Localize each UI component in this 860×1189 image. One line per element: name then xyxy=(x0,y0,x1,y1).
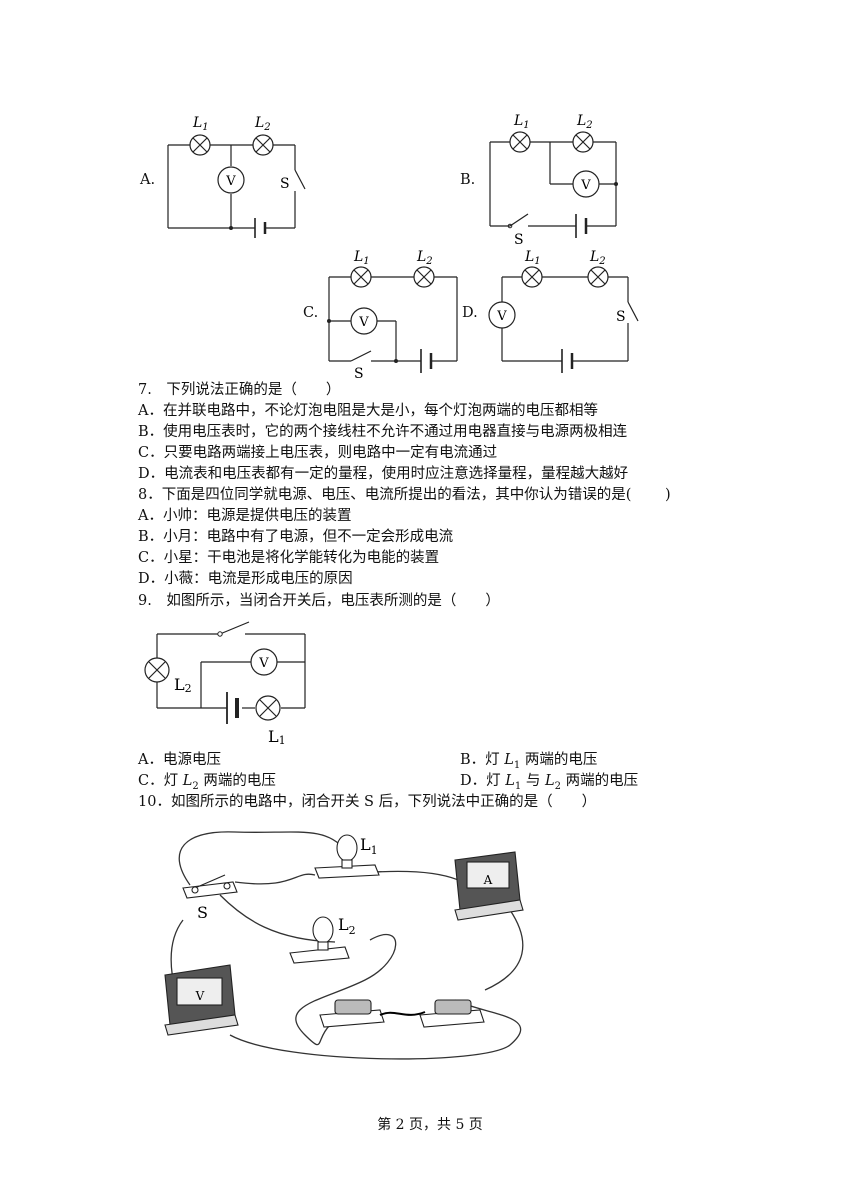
q6-option-d-label[interactable]: D. xyxy=(462,305,478,321)
svg-text:V: V xyxy=(358,315,369,330)
svg-text:L2: L2 xyxy=(174,675,192,695)
q9-stem: 9. 如图所示，当闭合开关后，电压表所测的是（ ） xyxy=(138,593,500,609)
q10-physical-circuit-illustration: S L1 L2 A V xyxy=(164,831,524,1060)
q9-d-lamp1: L xyxy=(505,773,515,789)
q9-b-prefix: B．灯 xyxy=(460,752,505,768)
svg-text:L2: L2 xyxy=(254,115,271,133)
svg-text:V: V xyxy=(496,309,507,324)
svg-text:V: V xyxy=(258,656,269,671)
circuit-diagram-c: V L1 L2 S xyxy=(327,249,458,382)
q7-option-d[interactable]: D．电流表和电压表都有一定的量程，使用时应注意选择量程，量程越大越好 xyxy=(138,466,629,482)
q7-stem: 7. 下列说法正确的是（ ） xyxy=(138,382,341,398)
q9-b-lamp: L xyxy=(504,752,514,768)
svg-text:V: V xyxy=(195,989,205,1003)
q9-b-suffix: 两端的电压 xyxy=(524,752,598,768)
q6-option-c-label[interactable]: C. xyxy=(303,305,319,321)
svg-text:L2: L2 xyxy=(416,249,433,267)
q9-circuit-diagram: V L2 L1 xyxy=(144,621,306,747)
svg-text:S: S xyxy=(354,366,364,382)
q9-d-mid: 与 xyxy=(525,773,545,789)
circuit-diagram-a: V L1 L2 S xyxy=(167,115,306,238)
q9-c-lamp-sub: 2 xyxy=(192,780,199,792)
q9-d-suffix: 两端的电压 xyxy=(565,773,639,789)
svg-text:V: V xyxy=(225,174,236,189)
svg-text:L2: L2 xyxy=(589,249,606,267)
q9-option-c[interactable]: C．灯 L2 两端的电压 xyxy=(138,771,276,797)
q6-option-a-label[interactable]: A. xyxy=(140,172,156,188)
q9-b-lamp-sub: 1 xyxy=(513,759,521,771)
svg-text:L1: L1 xyxy=(360,835,378,857)
svg-text:S: S xyxy=(514,232,524,248)
svg-text:A: A xyxy=(483,873,493,887)
q8-stem: 8．下面是四位同学就电源、电压、电流所提出的看法，其中你认为错误的是( ) xyxy=(138,487,671,503)
svg-text:S: S xyxy=(616,309,626,325)
svg-text:L1: L1 xyxy=(353,249,370,267)
q8-option-c[interactable]: C．小星：干电池是将化学能转化为电能的装置 xyxy=(138,550,440,566)
q9-option-d[interactable]: D．灯 L1 与 L2 两端的电压 xyxy=(460,771,638,797)
svg-text:L2: L2 xyxy=(338,915,356,937)
svg-text:S: S xyxy=(197,903,208,922)
svg-text:L1: L1 xyxy=(524,249,541,267)
q10-stem: 10．如图所示的电路中，闭合开关 S 后，下列说法中正确的是（ ） xyxy=(138,794,597,810)
q6-option-b-label[interactable]: B. xyxy=(460,172,476,188)
q9-d-lamp2: L xyxy=(544,773,555,789)
q9-d-prefix: D．灯 xyxy=(460,773,506,789)
q9-c-prefix: C．灯 xyxy=(138,773,183,789)
q9-d-lamp1-sub: 1 xyxy=(514,780,522,792)
q9-option-b[interactable]: B．灯 L1 两端的电压 xyxy=(460,750,597,776)
svg-text:L2: L2 xyxy=(576,113,593,131)
q8-option-d[interactable]: D．小薇：电流是形成电压的原因 xyxy=(138,571,353,587)
svg-text:L1: L1 xyxy=(513,113,530,131)
q8-option-a[interactable]: A．小帅：电源是提供电压的装置 xyxy=(138,508,352,524)
q8-option-b[interactable]: B．小月：电路中有了电源，但不一定会形成电流 xyxy=(138,529,454,545)
q7-option-b[interactable]: B．使用电压表时，它的两个接线柱不允许不通过用电器直接与电源两极相连 xyxy=(138,424,628,440)
circuit-diagram-d: V L1 L2 S xyxy=(488,249,639,373)
q9-option-a[interactable]: A．电源电压 xyxy=(138,752,221,768)
q7-option-a[interactable]: A．在并联电路中，不论灯泡电阻是大是小，每个灯泡两端的电压都相等 xyxy=(138,403,598,419)
q9-c-lamp: L xyxy=(182,773,193,789)
q9-d-lamp2-sub: 2 xyxy=(554,780,561,792)
circuit-diagram-b: V L1 L2 S xyxy=(489,113,618,248)
q7-option-c[interactable]: C．只要电路两端接上电压表，则电路中一定有电流通过 xyxy=(138,445,498,461)
svg-text:S: S xyxy=(280,176,290,192)
svg-text:V: V xyxy=(580,178,591,193)
svg-text:L1: L1 xyxy=(268,727,286,747)
page-footer: 第 2 页，共 5 页 xyxy=(377,1117,483,1133)
q9-c-suffix: 两端的电压 xyxy=(203,773,276,789)
svg-text:L1: L1 xyxy=(192,115,209,133)
